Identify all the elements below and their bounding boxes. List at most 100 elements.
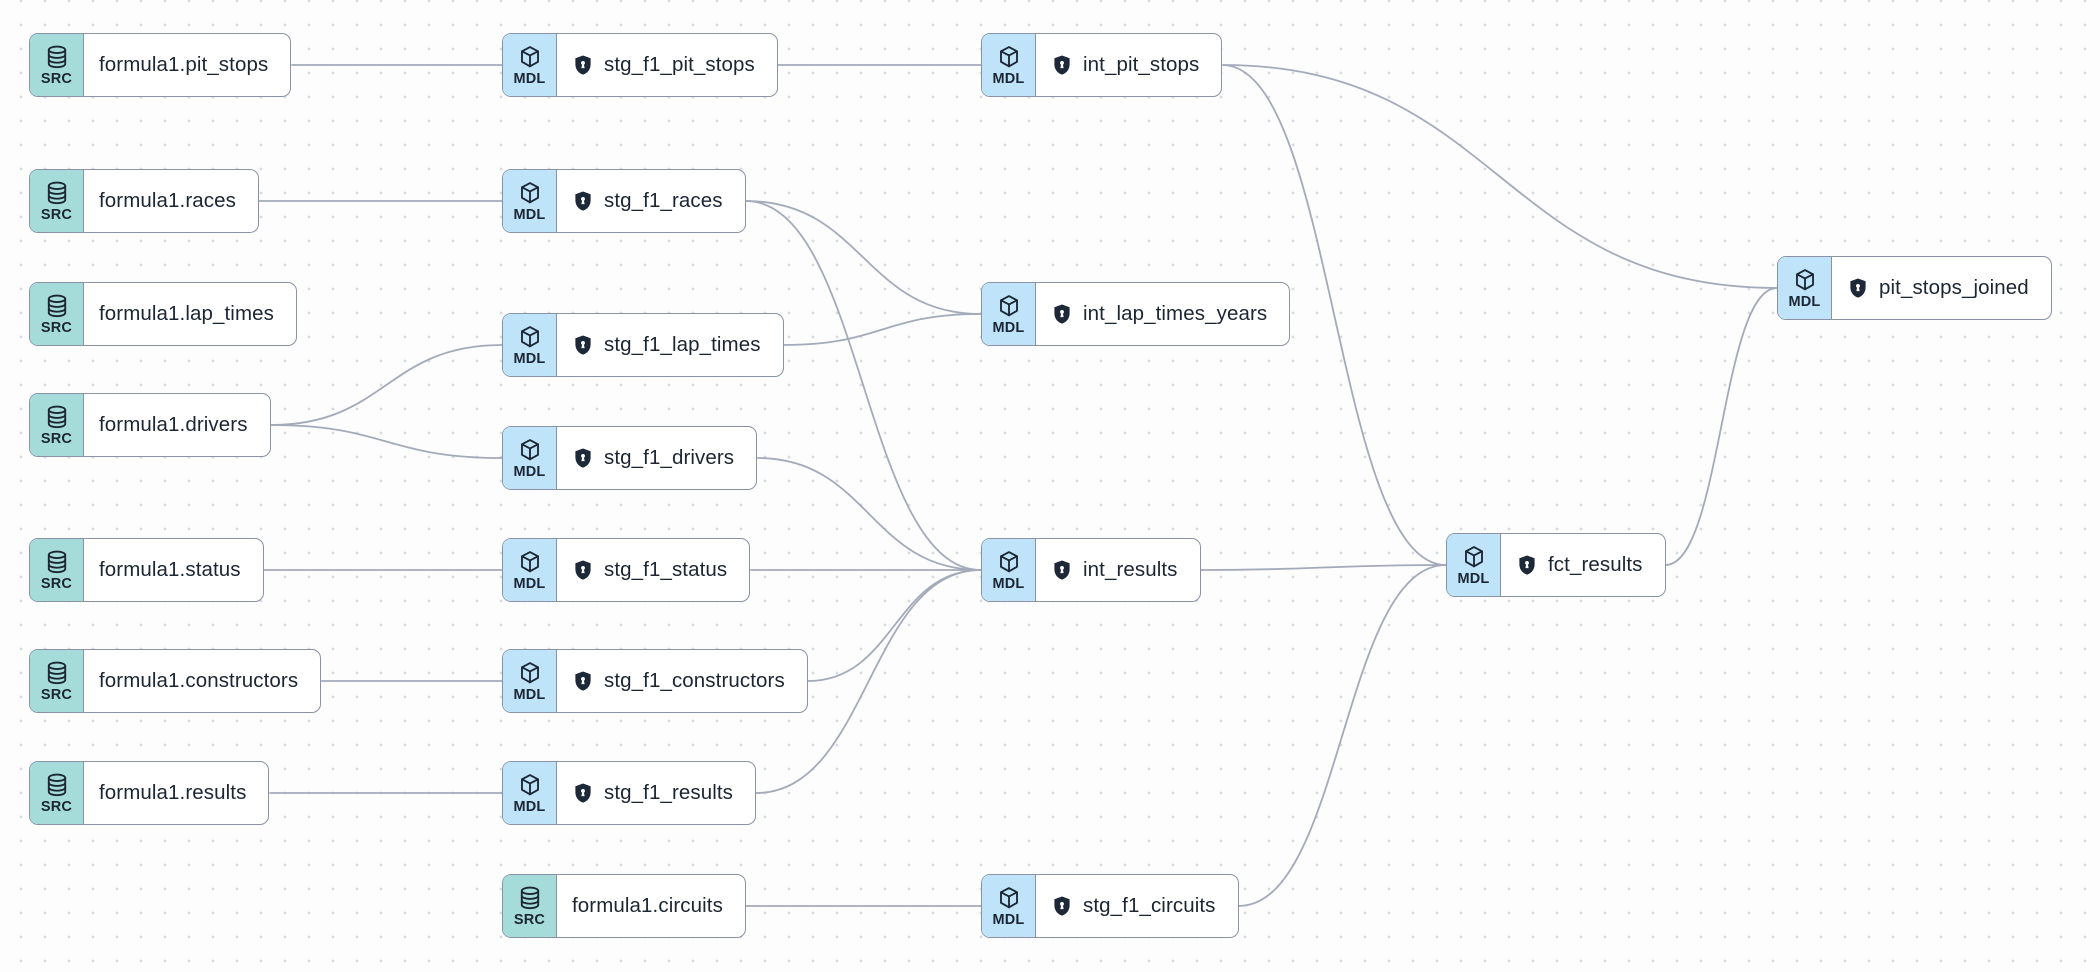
lineage-node-int_results[interactable]: MDL int_results <box>981 538 1201 602</box>
edge-stg_circuits-to-fct_results <box>1238 564 1447 907</box>
lineage-node-stg_pit_stops[interactable]: MDL stg_f1_pit_stops <box>502 33 778 97</box>
lineage-node-stg_lap_times[interactable]: MDL stg_f1_lap_times <box>502 313 784 377</box>
lineage-node-stg_constructors[interactable]: MDL stg_f1_constructors <box>502 649 808 713</box>
shield-icon <box>572 190 594 212</box>
lineage-node-src_races[interactable]: SRC formula1.races <box>29 169 259 233</box>
node-type-label: MDL <box>513 206 546 223</box>
lineage-node-src_results[interactable]: SRC formula1.results <box>29 761 270 825</box>
lineage-node-src_drivers[interactable]: SRC formula1.drivers <box>29 393 271 457</box>
node-body: stg_f1_circuits <box>1036 875 1238 937</box>
node-type-chip: MDL <box>982 283 1036 345</box>
node-body: stg_f1_status <box>557 539 749 601</box>
shield-icon <box>1516 554 1538 576</box>
database-icon <box>44 44 70 70</box>
node-type-label: MDL <box>513 575 546 592</box>
node-body: formula1.constructors <box>84 650 320 712</box>
shield-icon <box>572 447 594 469</box>
node-type-chip: MDL <box>982 875 1036 937</box>
node-body: formula1.lap_times <box>84 283 296 345</box>
database-icon <box>517 885 543 911</box>
node-type-chip: SRC <box>30 394 84 456</box>
database-icon <box>44 404 70 430</box>
node-type-label: SRC <box>513 911 546 928</box>
shield-icon <box>1051 559 1073 581</box>
lineage-node-src_constructors[interactable]: SRC formula1.constructors <box>29 649 322 713</box>
node-label: stg_f1_circuits <box>1083 894 1216 917</box>
node-type-label: SRC <box>40 206 73 223</box>
node-type-label: MDL <box>513 350 546 367</box>
cube-icon <box>996 44 1022 70</box>
node-body: formula1.races <box>84 170 258 232</box>
lineage-node-src_lap_times[interactable]: SRC formula1.lap_times <box>29 282 297 346</box>
node-type-chip: MDL <box>503 650 557 712</box>
node-body: formula1.circuits <box>557 875 745 937</box>
node-type-chip: SRC <box>30 170 84 232</box>
node-body: stg_f1_drivers <box>557 427 756 489</box>
node-type-chip: MDL <box>982 34 1036 96</box>
node-type-label: MDL <box>513 463 546 480</box>
node-label: formula1.status <box>99 558 241 581</box>
lineage-node-int_lap_times_years[interactable]: MDL int_lap_times_years <box>981 282 1291 346</box>
node-label: formula1.drivers <box>99 413 248 436</box>
node-type-label: MDL <box>992 575 1025 592</box>
node-label: formula1.lap_times <box>99 302 274 325</box>
node-body: stg_f1_results <box>557 762 755 824</box>
cube-icon <box>517 324 543 350</box>
node-body: int_lap_times_years <box>1036 283 1289 345</box>
node-label: stg_f1_status <box>604 558 728 581</box>
shield-icon <box>572 670 594 692</box>
node-type-label: SRC <box>40 798 73 815</box>
node-type-chip: MDL <box>503 427 557 489</box>
lineage-node-int_pit_stops[interactable]: MDL int_pit_stops <box>981 33 1223 97</box>
node-label: stg_f1_drivers <box>604 446 735 469</box>
lineage-node-stg_status[interactable]: MDL stg_f1_status <box>502 538 751 602</box>
node-body: stg_f1_constructors <box>557 650 807 712</box>
cube-icon <box>517 772 543 798</box>
node-type-label: SRC <box>40 575 73 592</box>
database-icon <box>44 660 70 686</box>
cube-icon <box>996 885 1022 911</box>
shield-icon <box>572 334 594 356</box>
node-body: fct_results <box>1501 534 1665 596</box>
lineage-node-src_status[interactable]: SRC formula1.status <box>29 538 264 602</box>
node-body: stg_f1_races <box>557 170 745 232</box>
node-label: formula1.circuits <box>572 894 723 917</box>
node-type-chip: MDL <box>1778 257 1832 319</box>
node-type-label: SRC <box>40 319 73 336</box>
edge-stg_races-to-int_lap_times_years <box>745 200 982 315</box>
edge-int_pit_stops-to-pit_stops_joined <box>1222 64 1778 289</box>
node-label: stg_f1_lap_times <box>604 333 761 356</box>
node-type-chip: MDL <box>503 762 557 824</box>
edge-stg_drivers-to-int_results <box>757 457 982 571</box>
lineage-node-stg_circuits[interactable]: MDL stg_f1_circuits <box>981 874 1239 938</box>
cube-icon <box>996 293 1022 319</box>
shield-icon <box>572 54 594 76</box>
lineage-node-stg_drivers[interactable]: MDL stg_f1_drivers <box>502 426 758 490</box>
database-icon <box>44 180 70 206</box>
node-type-chip: SRC <box>30 34 84 96</box>
node-body: int_pit_stops <box>1036 34 1221 96</box>
edge-stg_races-to-int_results <box>745 200 982 571</box>
node-type-label: MDL <box>513 70 546 87</box>
lineage-node-stg_results[interactable]: MDL stg_f1_results <box>502 761 757 825</box>
edge-stg_constructors-to-int_results <box>807 569 982 682</box>
node-label: formula1.constructors <box>99 669 299 692</box>
lineage-node-stg_races[interactable]: MDL stg_f1_races <box>502 169 746 233</box>
node-type-label: MDL <box>992 911 1025 928</box>
node-label: fct_results <box>1548 553 1643 576</box>
node-label: int_lap_times_years <box>1083 302 1268 325</box>
node-type-label: MDL <box>1788 293 1821 310</box>
edge-int_results-to-fct_results <box>1200 564 1447 571</box>
lineage-node-src_pit_stops[interactable]: SRC formula1.pit_stops <box>29 33 292 97</box>
lineage-node-src_circuits[interactable]: SRC formula1.circuits <box>502 874 746 938</box>
node-label: int_results <box>1083 558 1178 581</box>
lineage-node-fct_results[interactable]: MDL fct_results <box>1446 533 1666 597</box>
node-label: stg_f1_races <box>604 189 723 212</box>
node-label: stg_f1_results <box>604 781 734 804</box>
lineage-node-pit_stops_joined[interactable]: MDL pit_stops_joined <box>1777 256 2052 320</box>
shield-icon <box>572 559 594 581</box>
shield-icon <box>572 782 594 804</box>
node-label: formula1.pit_stops <box>99 53 269 76</box>
